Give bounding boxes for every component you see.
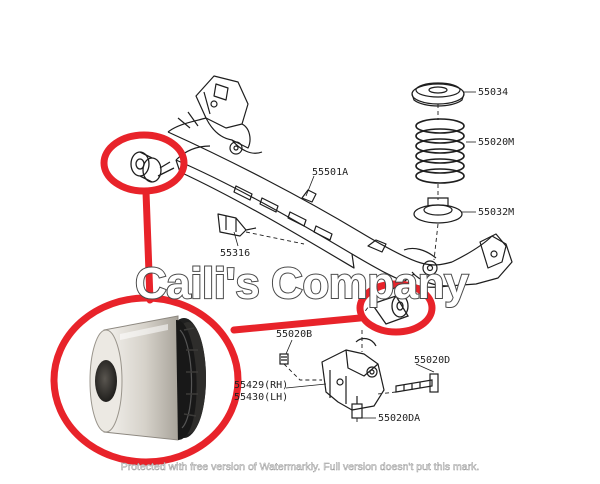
left-trailing-arm [167,75,263,161]
bracket-55429-55430 [321,337,385,411]
watermark-footer: Protected with free version of Watermark… [121,461,480,473]
connector-left [142,188,154,304]
label-leaders [233,91,476,419]
connector-right [230,314,364,334]
label-55316: 55316 [220,248,250,259]
label-55032m: 55032M [478,207,514,218]
right-trailing-arm [379,233,513,297]
label-55020da: 55020DA [378,413,420,424]
watermark-company: Caili's Company [135,259,469,308]
bolt-55020d [395,373,439,393]
bracket-55316 [217,213,257,237]
dashed-leaders [245,104,439,422]
bushing-closeup [89,315,206,441]
label-55430-lh: 55430(LH) [234,392,288,403]
highlight-circle-closeup [50,294,242,466]
spring-seat-upper [411,82,465,107]
spring-seat-lower [413,197,463,224]
label-55020m: 55020M [478,137,514,148]
label-55429-rh: 55429(RH) [234,380,288,391]
small-bushing-left [130,151,175,183]
label-55020b: 55020B [276,329,312,340]
small-bushing-right [370,294,409,325]
label-55020d: 55020D [414,355,450,366]
bolt-55020b [279,353,289,365]
highlight-circle-right-bushing [356,280,436,336]
coil-spring [415,118,465,184]
highlight-marks [50,131,436,466]
axle-beam [167,131,453,288]
label-55034: 55034 [478,87,508,98]
label-55501a: 55501A [312,167,348,178]
bolt-55020da [351,396,363,419]
